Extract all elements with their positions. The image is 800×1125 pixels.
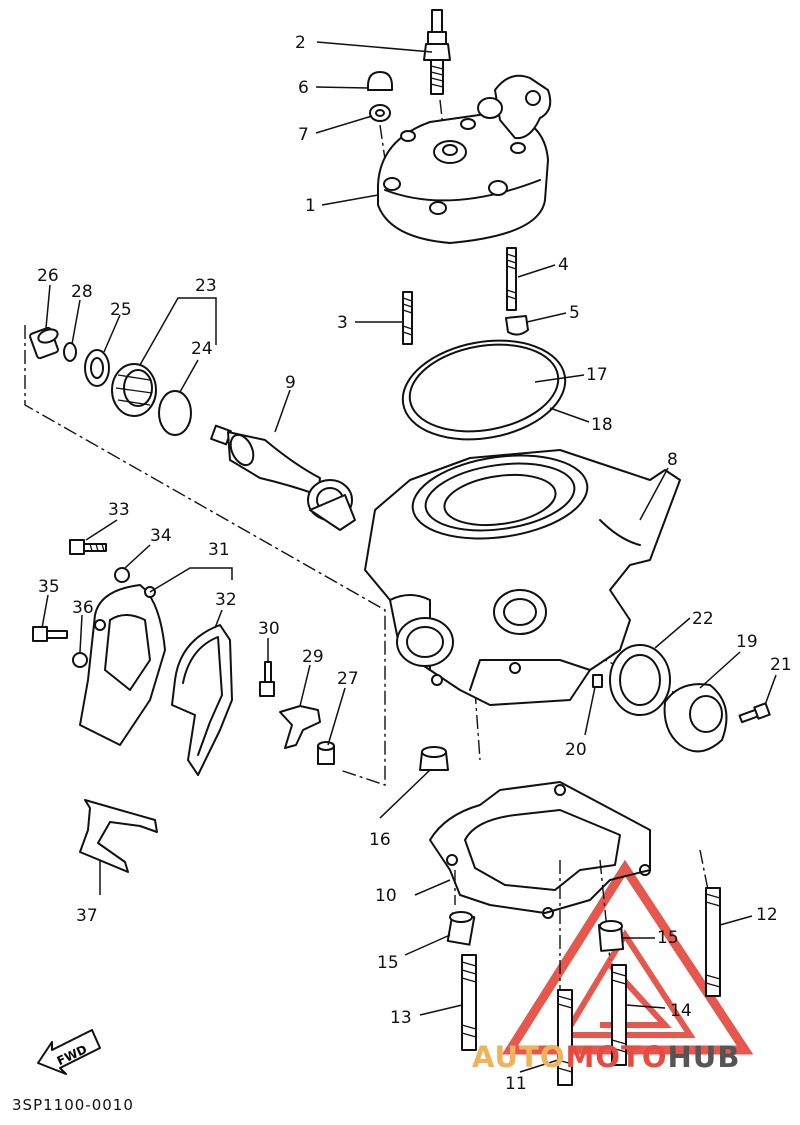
power-valve-shaft [210, 424, 356, 531]
part-label-1: 1 [305, 196, 316, 216]
stud-12 [705, 887, 721, 997]
part-label-9: 9 [285, 373, 296, 393]
part-label-25: 25 [110, 300, 132, 320]
forward-arrow: FWD [37, 1029, 101, 1075]
part-label-10: 10 [375, 886, 397, 906]
leader-lines [41, 41, 777, 1073]
part-label-33: 33 [108, 500, 130, 520]
washer-34 [114, 567, 130, 583]
watermark-auto: AUTO [472, 1040, 566, 1074]
stud-bolt-4 [506, 247, 517, 311]
catalog-code: 3SP1100-0010 [12, 1096, 134, 1114]
bolt-33 [69, 539, 107, 555]
dowel-15-left [446, 911, 476, 946]
part-label-26: 26 [37, 266, 59, 286]
watermark-text: AUTOMOTOHUB [472, 1040, 740, 1074]
collar-27 [317, 741, 335, 765]
stud-bolt-3 [402, 291, 413, 345]
watermark-hub: HUB [667, 1040, 741, 1074]
bolt-35 [32, 626, 68, 642]
part-label-15a: 15 [377, 953, 399, 973]
part-label-11: 11 [505, 1074, 527, 1094]
part-label-16: 16 [369, 830, 391, 850]
clip [79, 799, 158, 873]
bolt-21 [738, 702, 771, 724]
part-label-28: 28 [71, 282, 93, 302]
head-gasket-rings [401, 339, 567, 441]
part-label-34: 34 [150, 526, 172, 546]
part-label-17: 17 [586, 365, 608, 385]
part-label-31: 31 [208, 540, 230, 560]
part-label-27: 27 [337, 669, 359, 689]
dowel-15-right [597, 920, 625, 952]
part-label-22: 22 [692, 609, 714, 629]
part-label-5: 5 [569, 303, 580, 323]
exhaust-gasket [609, 644, 671, 716]
part-label-7: 7 [298, 125, 309, 145]
o-ring-small [63, 342, 77, 362]
part-label-20: 20 [565, 740, 587, 760]
part-label-15b: 15 [657, 928, 679, 948]
spark-plug [423, 9, 451, 95]
stud-14 [611, 964, 627, 1066]
bearing [84, 349, 110, 387]
part-label-6: 6 [298, 78, 309, 98]
base-gasket [429, 781, 651, 919]
cylinder-body [364, 449, 681, 706]
part-label-18: 18 [591, 415, 613, 435]
valve-housing [663, 683, 728, 753]
part-label-8: 8 [667, 450, 678, 470]
part-label-35: 35 [38, 577, 60, 597]
part-label-29: 29 [302, 647, 324, 667]
part-number-labels: 1 2 3 4 5 6 7 8 9 10 11 12 13 14 15 15 1… [37, 33, 792, 1094]
stud-13 [461, 954, 477, 1051]
part-label-24: 24 [191, 339, 213, 359]
seal-assembly [111, 363, 157, 417]
part-label-4: 4 [558, 255, 569, 275]
part-label-37: 37 [76, 906, 98, 926]
part-label-2: 2 [295, 33, 306, 53]
link-fork [279, 705, 321, 749]
cap-nut-5 [505, 315, 529, 336]
part-label-13: 13 [390, 1008, 412, 1028]
bolt-30 [259, 661, 275, 697]
part-label-12: 12 [756, 905, 778, 925]
washer [369, 104, 391, 122]
valve-cover-gasket [171, 624, 233, 776]
dowel-pin [592, 674, 603, 688]
stud-11 [557, 989, 573, 1086]
collar [29, 326, 59, 360]
o-ring [158, 390, 192, 436]
part-label-3: 3 [337, 313, 348, 333]
watermark-moto: MOTO [565, 1040, 668, 1074]
part-label-23: 23 [195, 276, 217, 296]
cap-nut [367, 71, 393, 91]
part-label-14: 14 [670, 1001, 692, 1021]
valve-cover [79, 584, 166, 746]
nut-16 [419, 746, 449, 771]
part-label-36: 36 [72, 598, 94, 618]
part-label-30: 30 [258, 619, 280, 639]
washer-36 [72, 652, 88, 668]
part-label-19: 19 [736, 632, 758, 652]
part-label-32: 32 [215, 590, 237, 610]
cylinder-head [377, 74, 552, 244]
part-label-21: 21 [770, 655, 792, 675]
